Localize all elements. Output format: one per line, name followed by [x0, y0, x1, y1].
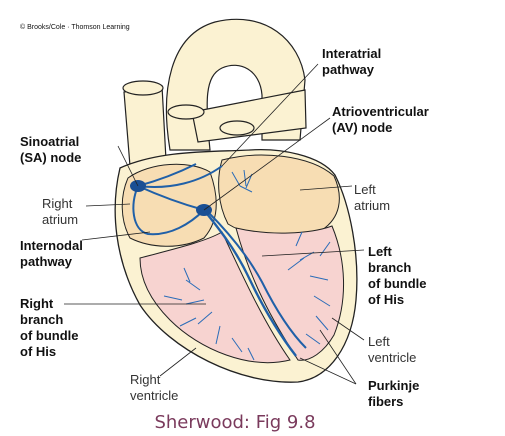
label-av-node: Atrioventricular (AV) node: [332, 104, 429, 136]
left-ventricle: [235, 225, 345, 361]
leader-left-branch: [261, 249, 365, 257]
label-internodal-pathway: Internodal pathway: [20, 238, 83, 270]
label-line: Left: [368, 334, 390, 349]
leader-purkinje-1: [299, 357, 357, 385]
label-line: Left: [368, 244, 392, 259]
label-line: Interatrial: [322, 46, 382, 61]
vessel-opening-1: [167, 104, 205, 120]
leader-av-node: [203, 117, 331, 211]
purkinje-branch: [287, 231, 331, 345]
label-line: Right: [42, 196, 73, 211]
leader-left-atrium: [299, 185, 353, 191]
label-right-atrium: Right atrium: [42, 196, 78, 228]
label-line: atrium: [354, 198, 391, 213]
label-purkinje-fibers: Purkinje fibers: [368, 378, 419, 410]
copyright-notice: © Brooks/Cole · Thomson Learning: [20, 24, 130, 31]
superior-vena-cava: [123, 85, 167, 167]
leader-right-atrium: [85, 203, 131, 207]
figure-caption: Sherwood: Fig 9.8: [154, 412, 316, 433]
leader-purkinje-2: [319, 329, 357, 385]
left-atrium: [218, 154, 340, 237]
label-line: ventricle: [368, 350, 417, 365]
label-right-branch: Right branch of bundle of His: [20, 296, 79, 360]
label-line: Right: [20, 296, 54, 311]
label-line: branch: [20, 312, 64, 327]
label-right-ventricle: Right ventricle: [130, 372, 178, 404]
label-line: (AV) node: [332, 120, 393, 135]
leader-sa-node: [117, 145, 139, 187]
label-line: atrium: [42, 212, 79, 227]
label-line: Right: [130, 372, 161, 387]
great-vessels: [122, 18, 307, 167]
interatrial-pathway-line: [137, 165, 223, 188]
label-line: Sinoatrial: [20, 134, 80, 149]
left-bundle-branch: [207, 211, 307, 349]
label-line: of bundle: [20, 328, 79, 343]
leader-right-ventricle: [159, 347, 197, 377]
leader-left-ventricle: [331, 317, 365, 341]
right-ventricle: [139, 231, 291, 364]
label-line: Atrioventricular: [332, 104, 429, 119]
label-line: fibers: [368, 394, 404, 409]
label-line: pathway: [322, 62, 375, 77]
label-sa-node: Sinoatrial (SA) node: [20, 134, 81, 166]
label-line: of His: [20, 344, 57, 359]
label-line: pathway: [20, 254, 73, 269]
conduction-system: [132, 163, 307, 357]
label-line: Purkinje: [368, 378, 420, 393]
label-line: (SA) node: [20, 150, 82, 165]
purkinje-branch: [231, 169, 253, 193]
leader-lines: [64, 63, 365, 385]
label-interatrial-pathway: Interatrial pathway: [322, 46, 381, 78]
label-line: of His: [368, 292, 405, 307]
label-left-atrium: Left atrium: [354, 182, 390, 214]
purkinje-branch: [163, 267, 255, 361]
purkinje-fibers: [163, 169, 331, 361]
leader-interatrial: [221, 63, 319, 167]
label-left-branch: Left branch of bundle of His: [368, 244, 427, 308]
label-line: ventricle: [130, 388, 179, 403]
label-line: of bundle: [368, 276, 427, 291]
bundle-of-his: [203, 209, 297, 357]
svc-opening: [122, 80, 164, 96]
leader-internodal: [81, 231, 151, 241]
internodal-pathway: [132, 185, 205, 236]
label-line: Left: [354, 182, 376, 197]
vessel-opening-2: [219, 120, 255, 136]
label-line: Internodal: [20, 238, 83, 253]
label-left-ventricle: Left ventricle: [368, 334, 416, 366]
label-line: branch: [368, 260, 412, 275]
